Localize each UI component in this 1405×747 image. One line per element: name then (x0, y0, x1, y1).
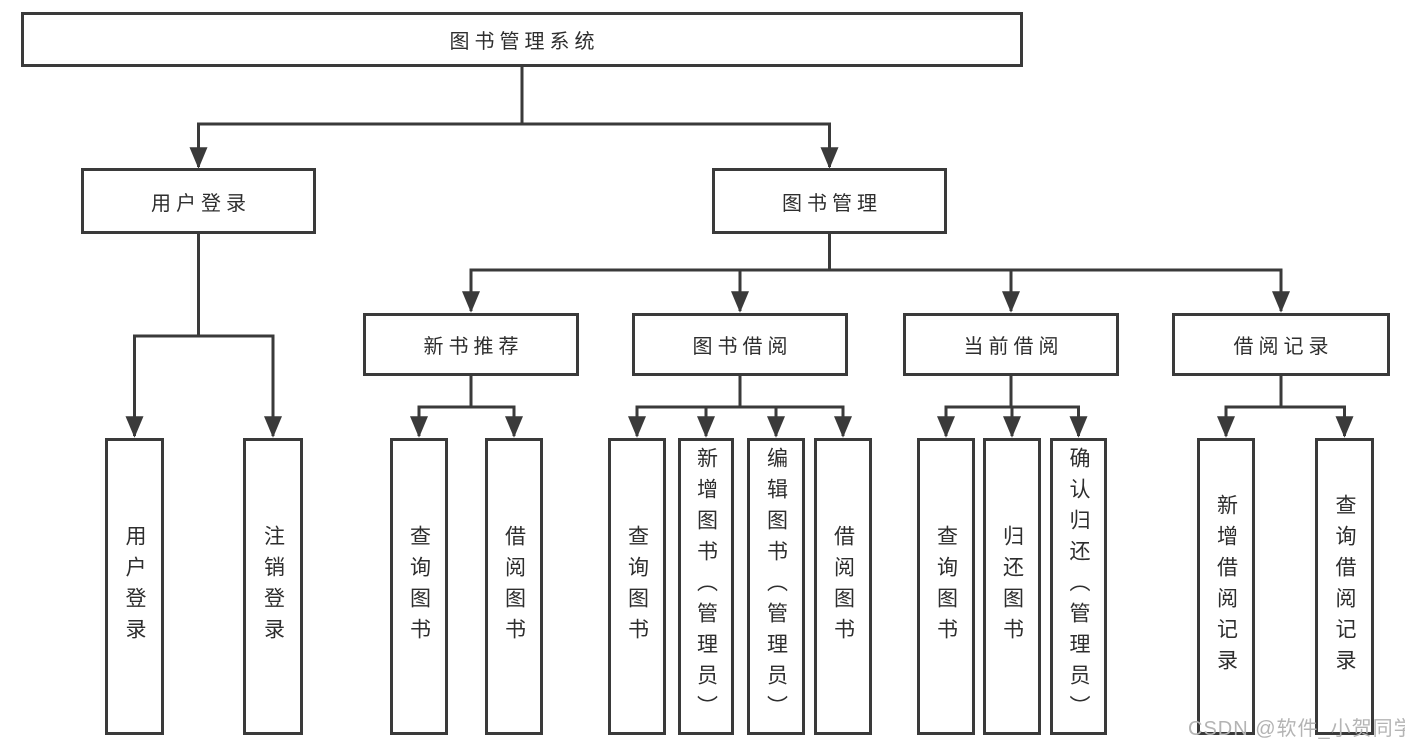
section-new-book-recommend-node: 新书推荐 (363, 313, 579, 376)
leaf-query-borrow-record-node: 查询借阅记录 (1315, 438, 1374, 735)
leaf-return-books-node: 归还图书 (983, 438, 1041, 735)
branch-book-management-node: 图书管理 (712, 168, 947, 234)
branch-user-login-node: 用户登录 (81, 168, 316, 234)
leaf-confirm-return-admin-node: 确认归还（管理员） (1050, 438, 1107, 735)
leaf-borrowing-borrow-books-node: 借阅图书 (814, 438, 872, 735)
watermark: CSDN @软件_小贺同学 (1188, 718, 1405, 740)
leaf-add-borrow-record-node: 新增借阅记录 (1197, 438, 1255, 735)
leaf-borrowing-query-books-node: 查询图书 (608, 438, 666, 735)
leaf-recommend-borrow-books-node: 借阅图书 (485, 438, 543, 735)
section-current-borrowing-node: 当前借阅 (903, 313, 1119, 376)
root-node: 图书管理系统 (21, 12, 1023, 67)
leaf-add-books-admin-node: 新增图书（管理员） (678, 438, 734, 735)
connector-group (125, 67, 1354, 438)
section-book-borrowing-node: 图书借阅 (632, 313, 848, 376)
leaf-edit-books-admin-node: 编辑图书（管理员） (747, 438, 805, 735)
section-borrowing-records-node: 借阅记录 (1172, 313, 1390, 376)
leaf-current-query-books-node: 查询图书 (917, 438, 975, 735)
leaf-recommend-query-books-node: 查询图书 (390, 438, 448, 735)
leaf-logout-login-node: 注销登录 (243, 438, 303, 735)
leaf-user-login-node: 用户登录 (105, 438, 164, 735)
